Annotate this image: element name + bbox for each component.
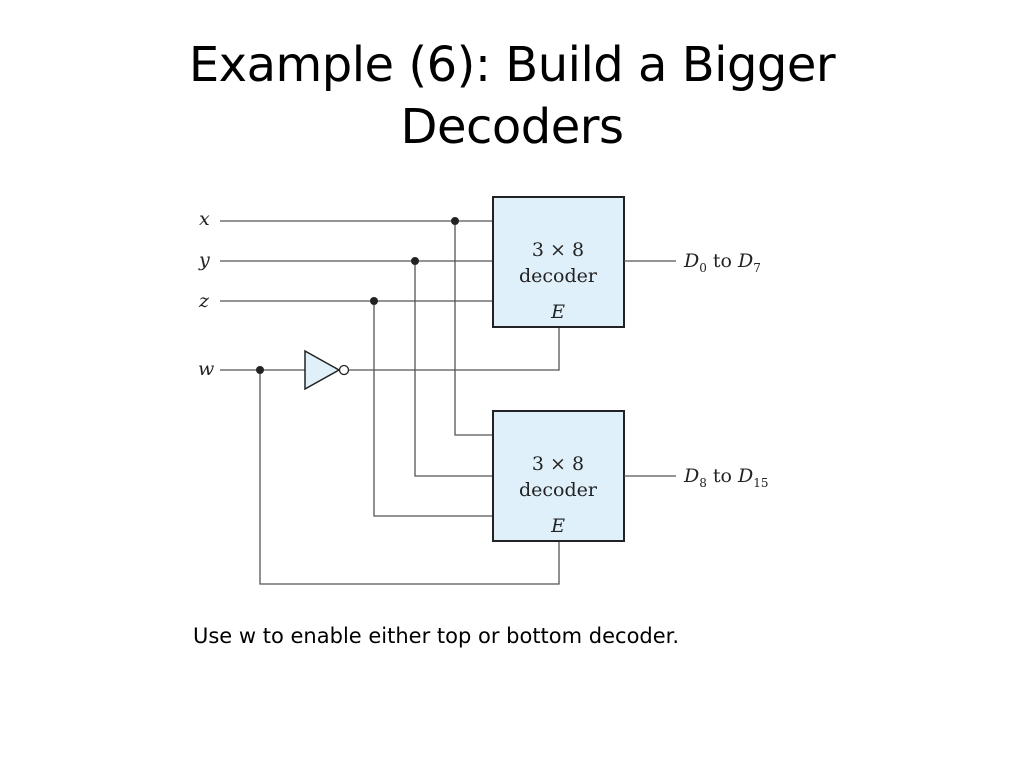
input-label-x: x: [199, 208, 210, 230]
input-label-w: w: [198, 358, 214, 380]
decoder-top-enable-label: E: [550, 301, 565, 323]
slide-title: Example (6): Build a Bigger Decoders: [0, 34, 1024, 158]
input-label-z: z: [198, 290, 210, 312]
junction-dot-z: [370, 297, 378, 305]
wire-z-branch: [373, 301, 493, 517]
decoder-bottom-type-label: decoder: [519, 479, 598, 501]
slide-caption: Use w to enable either top or bottom dec…: [193, 624, 680, 648]
decoder-bottom-enable-label: E: [550, 515, 565, 537]
junction-dot-w: [256, 366, 264, 374]
junction-dot-y: [411, 257, 419, 265]
decoder-top-size-label: 3 × 8: [532, 239, 584, 261]
wire-y-branch: [414, 261, 493, 477]
title-line-2: Decoders: [400, 99, 625, 155]
wire-w-branch: [259, 370, 560, 585]
decoder-bottom-size-label: 3 × 8: [532, 453, 584, 475]
junction-dot-x: [451, 217, 459, 225]
inverter-bubble-icon: [338, 364, 350, 376]
decoder-top-box: [492, 196, 625, 328]
title-line-1: Example (6): Build a Bigger: [188, 37, 836, 93]
output-label-top: D0 to D7: [683, 250, 761, 275]
decoder-bottom-box: [492, 410, 625, 542]
wire-w-inverted: [349, 327, 560, 371]
decoder-top-type-label: decoder: [519, 265, 598, 287]
decoder-bottom: 3 × 8 decoder E: [492, 410, 625, 542]
output-label-bottom: D8 to D15: [683, 465, 769, 490]
input-label-y: y: [198, 249, 210, 271]
wire-x-branch: [454, 221, 493, 436]
not-gate-icon: [304, 349, 341, 391]
decoder-top: 3 × 8 decoder E: [492, 196, 625, 328]
